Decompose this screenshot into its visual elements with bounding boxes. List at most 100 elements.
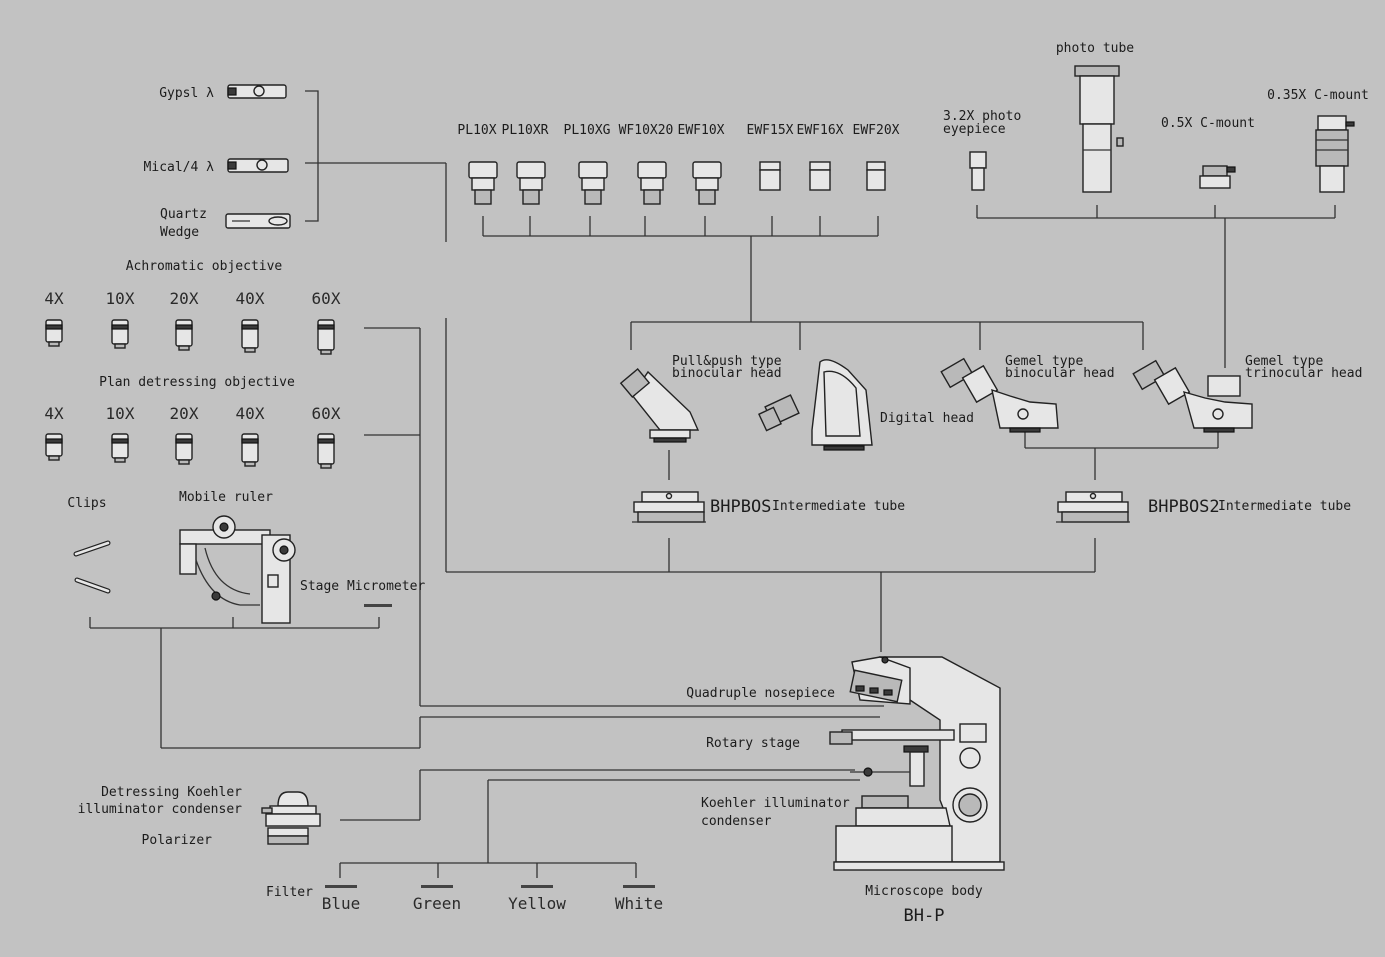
gypsum-label: Gypsl λ [159,86,214,101]
bhpbos2-intermediate-tube [1056,491,1130,523]
cmount-035 [1315,115,1355,193]
photo-tube-label: photo tube [1056,41,1134,56]
eyepiece-icon [759,161,781,191]
polarizer [267,827,309,845]
eyepiece-icon [516,161,546,205]
eyepiece-icon [468,161,498,205]
plan-mag-label: 60X [312,404,341,423]
polarizer-label: Polarizer [142,833,213,848]
eyepiece-icon [809,161,831,191]
filter-swatch [325,885,357,888]
cmount-05-label: 0.5X C-mount [1161,116,1255,131]
eyepiece-icon [692,161,722,205]
filter-row: Blue Green Yellow White [322,885,663,913]
mobile-ruler [179,515,296,624]
filter-label: Blue [322,894,361,913]
eyepiece-label: PL10X [457,123,496,138]
photo-tube [1074,65,1124,193]
quartz-label-2: Wedge [160,225,199,240]
achromatic-mag-label: 20X [170,289,199,308]
plan-mag-label: 20X [170,404,199,423]
eyepiece-label: EWF16X [797,123,844,138]
plan-title: Plan detressing objective [99,375,295,390]
photo-eyepiece-label-2: eyepiece [943,122,1006,137]
filter-title: Filter [266,885,313,900]
objective-lens-icon [241,433,259,467]
gemel-bino-label-2: binocular head [1005,366,1115,381]
nosepiece-label: Quadruple nosepiece [686,686,835,701]
filter-label: White [615,894,663,913]
objective-lens-icon [111,433,129,463]
condenser-label-2: illuminator condenser [78,802,243,817]
objective-lens-icon [241,319,259,353]
microscope-body [829,656,1005,871]
eyepiece-icon [578,161,608,205]
body-title: Microscope body [865,884,983,899]
filter-swatch [421,885,453,888]
achromatic-mag-label: 4X [44,289,64,308]
photo-eyepiece-label-1: 3.2X photo [943,109,1021,124]
body-model: BH-P [904,906,945,926]
gemel-trino-label-1: Gemel type [1245,354,1323,369]
mica-label: Mical/4 λ [144,160,215,175]
eyepiece-label: PL10XG [564,123,611,138]
stage-micrometer [364,604,392,607]
koehler-label-1: Koehler illuminator [701,796,850,811]
eyepiece-label: EWF15X [747,123,794,138]
bhpbos2-name: Intermediate tube [1218,499,1351,514]
objective-lens-icon [317,433,335,469]
digital-head [758,359,873,451]
koehler-condenser [261,791,321,827]
clips-label: Clips [67,496,106,511]
mica-slider [227,158,289,173]
eyepiece-label: EWF20X [853,123,900,138]
filter-swatch [623,885,655,888]
rotary-stage-label: Rotary stage [706,736,800,751]
filter-label: Green [413,894,461,913]
achromatic-mag-label: 60X [312,289,341,308]
bhpbos-code: BHPBOS [710,497,771,517]
achromatic-mag-label: 10X [106,289,135,308]
objective-lens-icon [317,319,335,355]
quartz-wedge-slider [225,213,291,229]
filter-swatch [521,885,553,888]
gypsum-slider [227,84,287,99]
objective-lens-icon [175,319,193,351]
achromatic-objectives: 4X 10X 20X 40X 60X [44,289,341,355]
achromatic-mag-label: 40X [236,289,265,308]
pullpush-label-1: Pull&push type [672,354,782,369]
pullpush-label-2: binocular head [672,366,782,381]
mobile-ruler-label: Mobile ruler [179,490,273,505]
gemel-trino-label-2: trinocular head [1245,366,1362,381]
plan-mag-label: 4X [44,404,64,423]
objective-lens-icon [45,433,63,461]
plan-mag-label: 10X [106,404,135,423]
filter-label: Yellow [508,894,566,913]
koehler-label-2: condenser [701,814,772,829]
objective-lens-icon [45,319,63,347]
cmount-035-label: 0.35X C-mount [1267,88,1369,103]
gemel-binocular-head [940,357,1059,433]
eyepiece-icon [866,161,886,191]
bhpbos-intermediate-tube [632,491,706,523]
eyepiece-label: EWF10X [678,123,725,138]
plan-objectives: 4X 10X 20X 40X 60X [44,404,341,469]
objective-lens-icon [111,319,129,349]
cmount-05 [1199,165,1236,189]
photo-eyepiece [969,151,987,191]
gemel-trinocular-head [1132,359,1253,433]
bhpbos2-code: BHPBOS2 [1148,497,1220,517]
eyepiece-label: WF10X20 [619,123,674,138]
digital-head-label: Digital head [880,411,974,426]
gemel-bino-label-1: Gemel type [1005,354,1083,369]
pullpush-binocular-head [619,368,700,443]
plan-mag-label: 40X [236,404,265,423]
eyepiece-icon [637,161,667,205]
clip-icon [73,540,111,557]
eyepiece-label: PL10XR [502,123,549,138]
connector-lines [89,90,1336,878]
objective-lens-icon [175,433,193,465]
